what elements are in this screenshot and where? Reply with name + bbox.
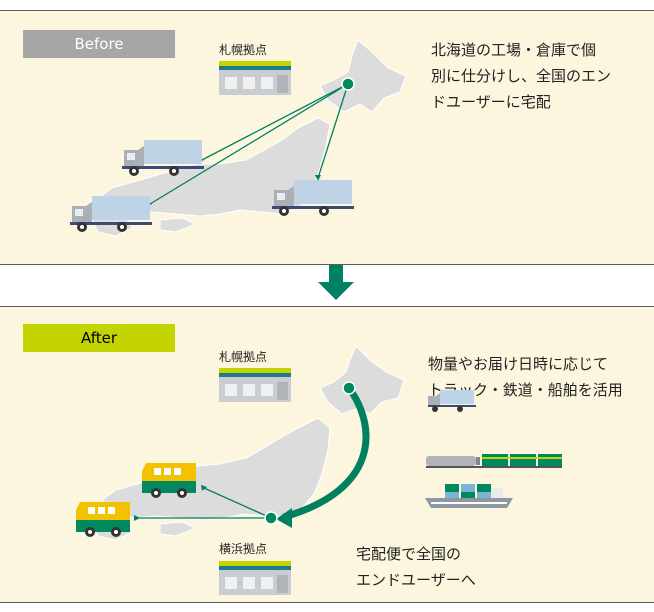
sapporo-depot-label-before: 札幌拠点 xyxy=(219,43,268,57)
sapporo-depot-label-after: 札幌拠点 xyxy=(219,350,268,364)
routes-before xyxy=(149,83,349,205)
after-description-2: 宅配便で全国の エンドユーザーへ xyxy=(356,545,476,589)
after-description: 物量やお届け日時に応じて トラック・鉄道・船舶を活用 xyxy=(428,355,623,399)
down-arrow-icon xyxy=(318,265,354,300)
bus-icon xyxy=(142,463,196,498)
yokohama-warehouse xyxy=(219,561,291,595)
before-description: 北海道の工場・倉庫で個 別に仕分けし、全国のエン ドユーザーに宅配 xyxy=(431,41,612,111)
train-icon xyxy=(426,454,562,468)
bus-icon xyxy=(76,502,130,537)
sapporo-hub-before xyxy=(341,77,355,91)
yokohama-hub xyxy=(264,511,278,525)
sapporo-hub-after xyxy=(342,381,356,395)
routes-after xyxy=(136,487,272,519)
yokohama-depot-label: 横浜拠点 xyxy=(219,542,268,556)
sapporo-warehouse-before xyxy=(219,61,291,95)
transport-route xyxy=(283,385,370,521)
sapporo-warehouse-after xyxy=(219,368,291,402)
transport-arrowhead xyxy=(276,508,292,528)
after-tag: After xyxy=(23,324,175,352)
ship-icon xyxy=(425,484,513,508)
truck-icon xyxy=(428,390,476,412)
before-tag: Before xyxy=(23,30,175,58)
